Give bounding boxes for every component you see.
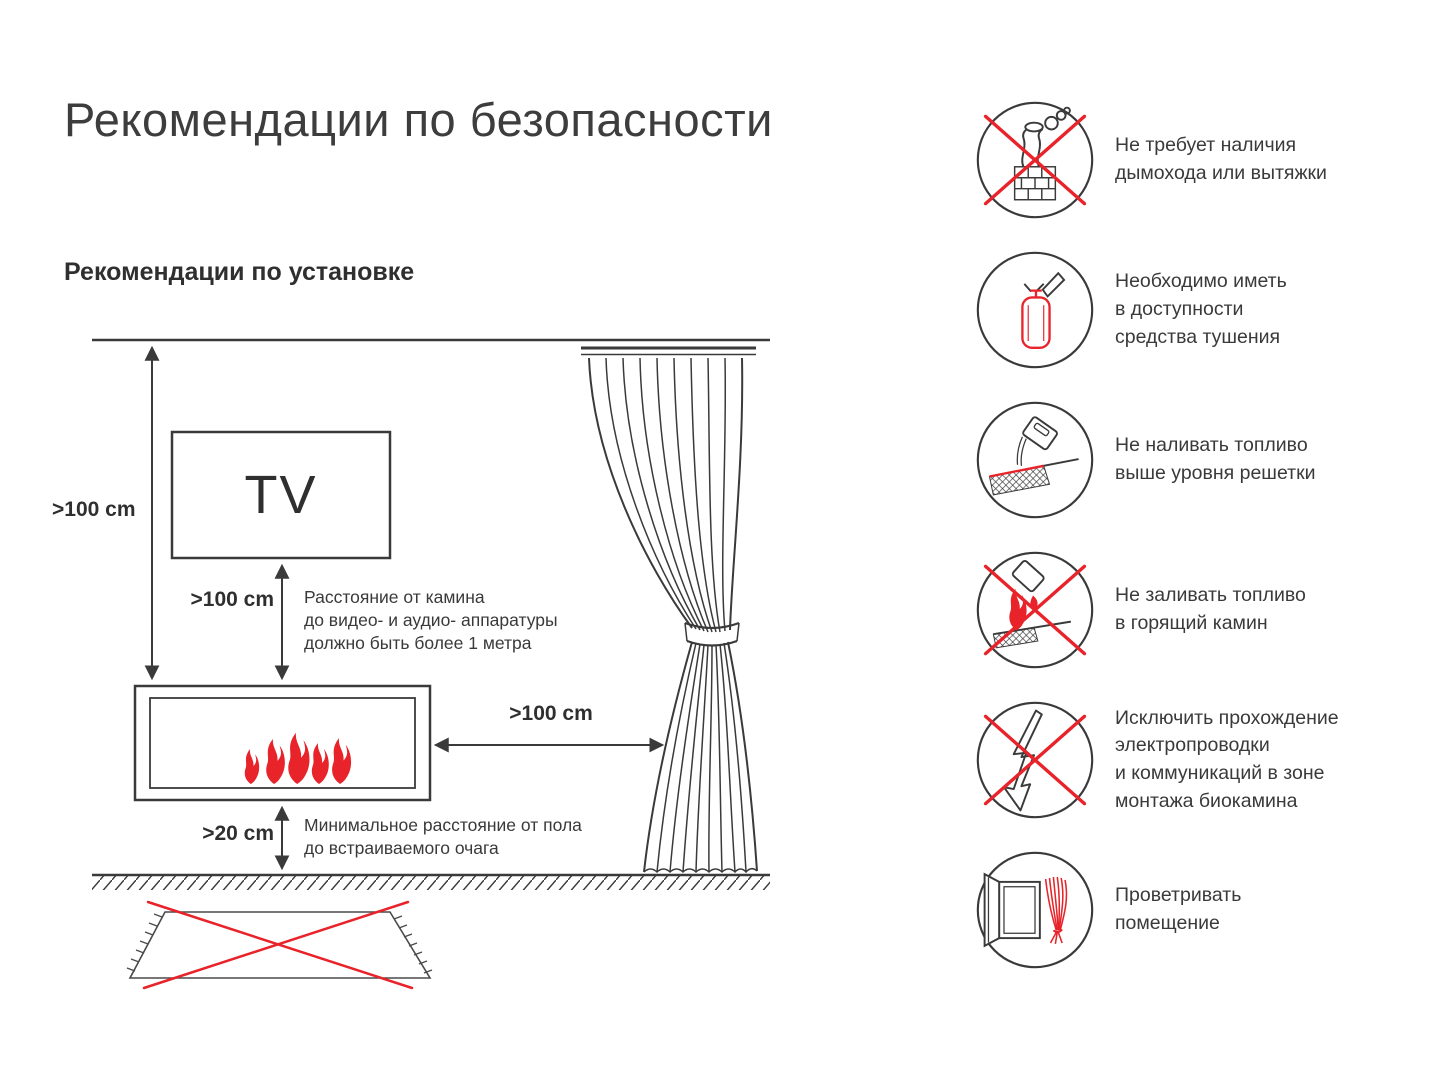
safety-item-label: Не заливать топливо в горящий камин [1115, 584, 1306, 634]
curtain [581, 346, 758, 874]
safety-item-ventilate: Проветривать помещение [972, 835, 1428, 985]
no-refuel-burning-icon [976, 551, 1094, 669]
no-electric-wiring-icon [976, 701, 1094, 819]
safety-item-label: Не требует наличия дымохода или вытяжки [1115, 134, 1327, 184]
installation-diagram: TV >100 cm >100 cm >100 cm >20 cm Рассто… [40, 320, 800, 1020]
no-chimney-icon [976, 101, 1094, 219]
tv-label: TV [244, 465, 318, 525]
dimension-arrows [144, 345, 665, 871]
safety-item-extinguisher: Необходимо иметь в доступности средства … [972, 235, 1428, 385]
tv-box [170, 430, 392, 560]
safety-item-fuel-level: Не наливать топливо выше уровня решетки [972, 385, 1428, 535]
safety-item-no-refuel: Не заливать топливо в горящий камин [972, 535, 1428, 685]
dimension-fireplace-to-curtain-label: >100 cm [509, 702, 593, 725]
floor-hatching [92, 876, 770, 890]
prohibition-cross-icon [142, 900, 414, 990]
section-subtitle: Рекомендации по установке [64, 258, 415, 286]
rug-crossed-out [126, 900, 433, 990]
fire-extinguisher-icon [976, 251, 1094, 369]
safety-item-no-wiring: Исключить прохождение электропроводки и … [972, 685, 1428, 835]
ventilate-room-icon [976, 851, 1094, 969]
fireplace [133, 684, 432, 802]
installation-diagram-drawing [92, 338, 770, 990]
dimension-wall-height-label: >100 cm [52, 498, 136, 521]
fuel-grate-level-icon [976, 401, 1094, 519]
safety-item-label: Не наливать топливо выше уровня решетки [1115, 434, 1316, 484]
note-floor-distance: Минимальное расстояние от пола до встраи… [304, 815, 582, 858]
dimension-floor-to-fireplace-label: >20 cm [202, 822, 274, 845]
safety-item-label: Необходимо иметь в доступности средства … [1115, 270, 1287, 348]
note-equipment-distance: Расстояние от камина до видео- и аудио- … [304, 587, 558, 653]
page-title: Рекомендации по безопасности [64, 93, 773, 146]
safety-item-no-chimney: Не требует наличия дымохода или вытяжки [972, 85, 1428, 235]
safety-item-label: Исключить прохождение электропроводки и … [1115, 706, 1339, 812]
safety-item-label: Проветривать помещение [1115, 884, 1242, 934]
dimension-tv-to-fireplace-label: >100 cm [190, 588, 275, 611]
rug-fringe [126, 913, 433, 974]
safety-list: Не требует наличия дымохода или вытяжки … [972, 85, 1428, 985]
